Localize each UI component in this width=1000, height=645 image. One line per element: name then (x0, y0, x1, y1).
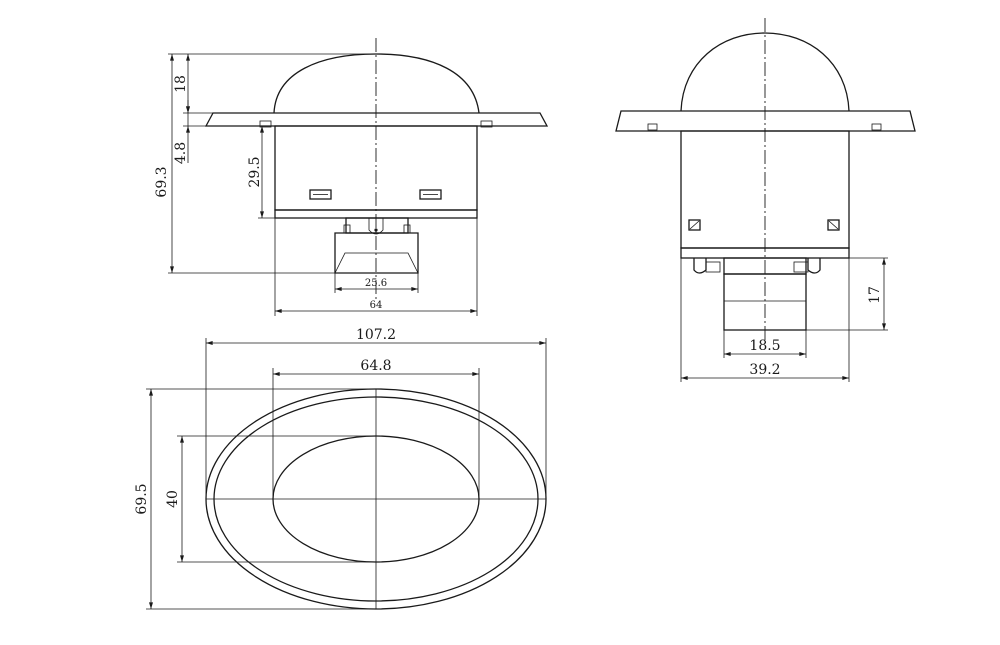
dim-outer-length: 107.2 (356, 327, 396, 343)
front-flange (615, 110, 916, 132)
dim-connector-width: 25.6 (365, 278, 387, 289)
dim-flange-thickness: 4.8 (173, 142, 189, 164)
front-view: 17 18.5 39.2 (615, 18, 916, 382)
top-view: 107.2 64.8 69.5 40 (134, 327, 547, 610)
dim-inner-length: 64.8 (360, 358, 391, 374)
front-dome (680, 32, 850, 112)
side-flange (204, 112, 549, 127)
dim-outer-height: 69.5 (134, 483, 150, 514)
dim-dome-height: 18 (173, 75, 189, 93)
dim-side-total-height: 69.3 (154, 166, 170, 197)
dim-connector-height: 17 (867, 286, 883, 304)
dim-connector-width-front: 18.5 (749, 338, 780, 354)
dim-body-width: 64 (370, 300, 383, 311)
side-view: 69.3 18 4.8 29.5 25.6 64 (154, 38, 549, 316)
dim-body-height: 29.5 (247, 156, 263, 187)
dim-body-width-front: 39.2 (749, 362, 780, 378)
side-dome (273, 53, 480, 114)
dim-inner-height: 40 (165, 490, 181, 508)
